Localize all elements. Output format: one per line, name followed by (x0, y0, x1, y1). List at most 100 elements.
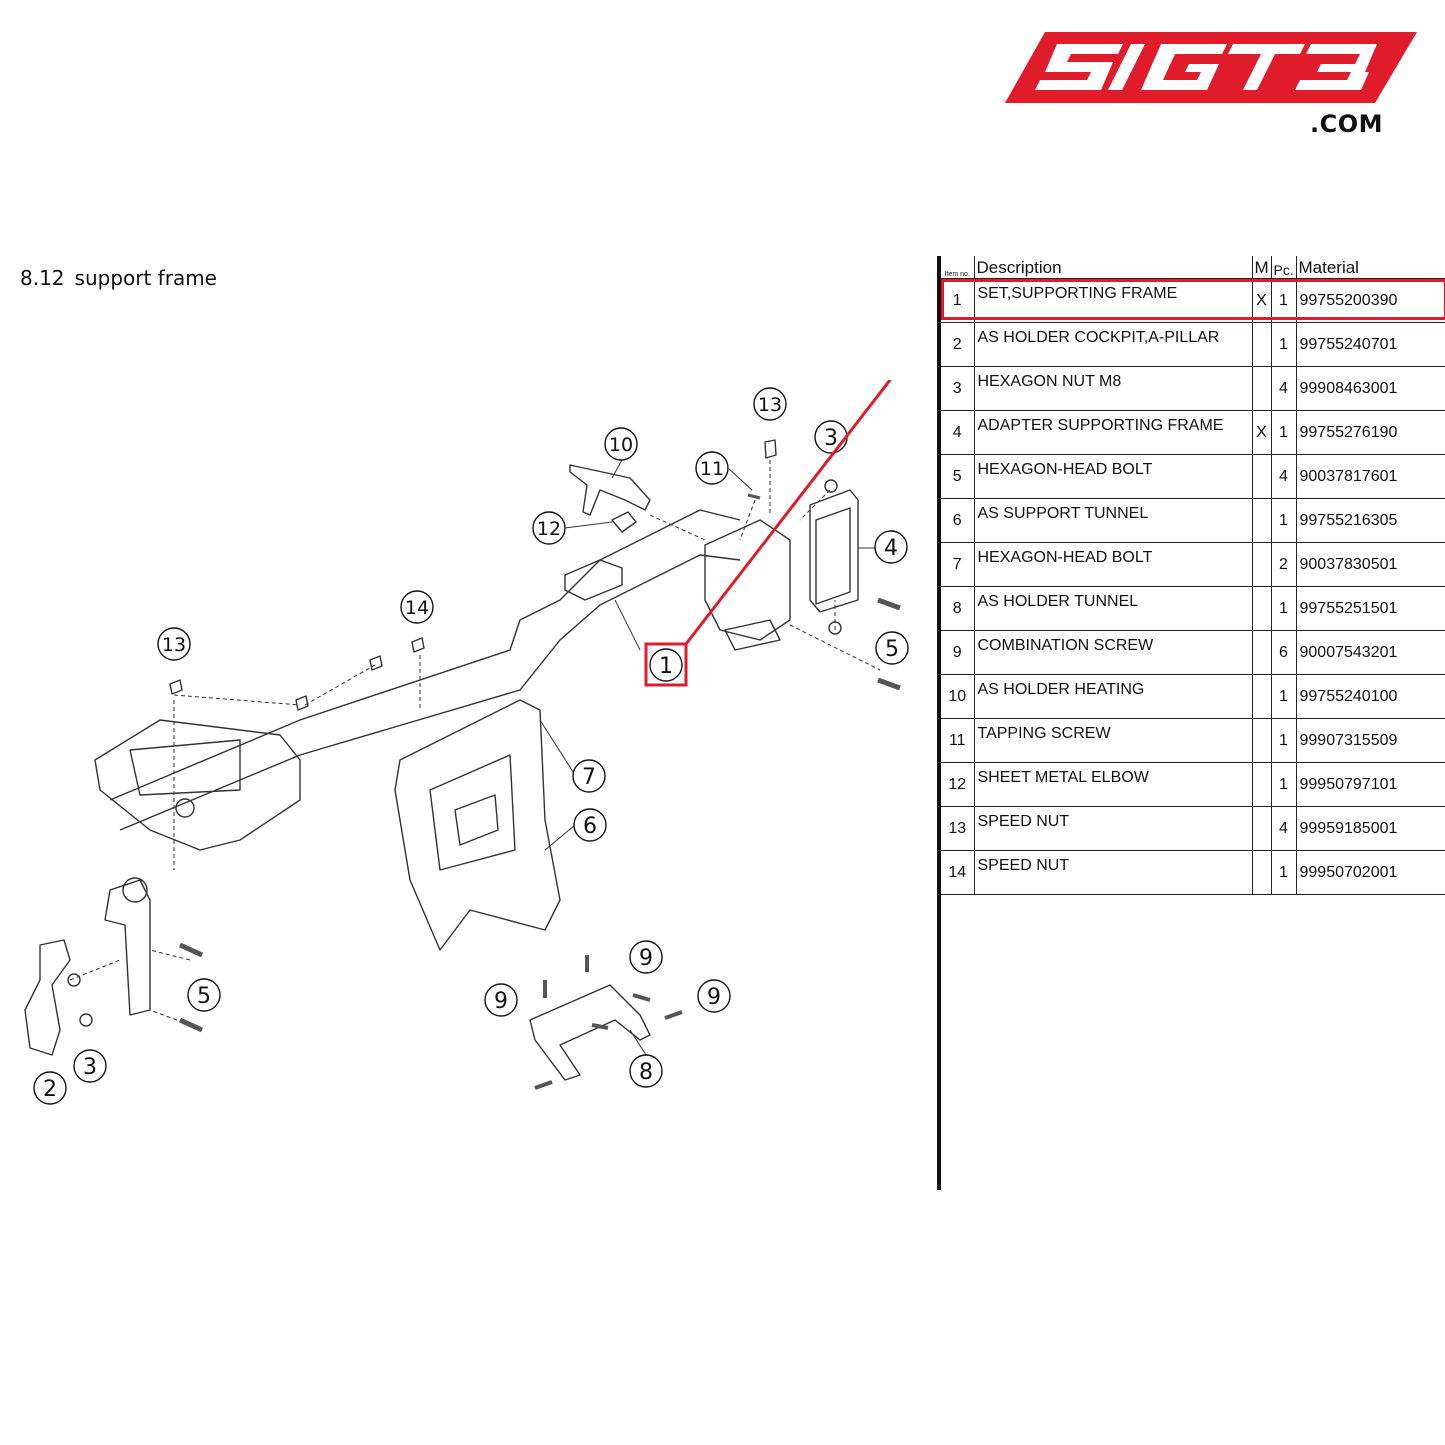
callout-3: 3 (814, 420, 848, 454)
header-m: M (1252, 256, 1272, 279)
svg-text:12: 12 (537, 518, 561, 540)
holder-heating-part-10 (569, 464, 651, 516)
cell-material: 99755240701 (1296, 322, 1445, 367)
cell-m (1252, 718, 1272, 763)
callout-9: 9 (484, 983, 518, 1017)
cell-description: ADAPTER SUPPORTING FRAME (974, 410, 1253, 455)
cell-m (1252, 674, 1272, 719)
cell-pc: 1 (1271, 762, 1297, 807)
cell-pc: 2 (1271, 542, 1297, 587)
highlighted-row-box (941, 279, 1445, 320)
svg-text:3: 3 (83, 1055, 97, 1080)
cell-item: 4 (941, 410, 975, 455)
cell-pc: 6 (1271, 630, 1297, 675)
cell-pc: 1 (1271, 850, 1297, 895)
holder-a-pillar-part-2 (24, 939, 71, 1056)
cell-item: 13 (941, 806, 975, 851)
callout-11: 11 (695, 451, 729, 485)
svg-text:5: 5 (885, 637, 899, 662)
callout-3: 3 (73, 1049, 107, 1083)
brand-logo[interactable]: .COM (1005, 32, 1417, 142)
cell-material: 99950702001 (1296, 850, 1445, 895)
cell-item: 2 (941, 322, 975, 367)
cell-material: 90037830501 (1296, 542, 1445, 587)
cell-material: 99755276190 (1296, 410, 1445, 455)
callout-7: 7 (572, 759, 606, 793)
cell-pc: 1 (1271, 322, 1297, 367)
callout-13: 13 (157, 627, 191, 661)
cell-pc: 1 (1271, 718, 1297, 763)
cell-item: 12 (941, 762, 975, 807)
cell-description: SPEED NUT (974, 850, 1253, 895)
cell-m (1252, 322, 1272, 367)
cell-item: 6 (941, 498, 975, 543)
exploded-parts-diagram: 1 2 3 3 4 5 5 6 7 8 9 9 9 10 11 12 13 13… (24, 380, 909, 1105)
callout-14: 14 (400, 590, 434, 624)
svg-text:14: 14 (405, 597, 429, 619)
cell-description: AS HOLDER TUNNEL (974, 586, 1253, 631)
callout-13: 13 (753, 387, 787, 421)
cell-m (1252, 366, 1272, 411)
section-number: 8.12 (20, 266, 65, 290)
callout-8: 8 (629, 1054, 663, 1088)
cell-item: 1 (941, 278, 975, 323)
cell-item: 5 (941, 454, 975, 499)
svg-text:8: 8 (639, 1060, 653, 1085)
header-pc: Pc. (1271, 256, 1297, 279)
cell-material: 99907315509 (1296, 718, 1445, 763)
cell-pc: 1 (1271, 498, 1297, 543)
cell-item: 11 (941, 718, 975, 763)
svg-text:11: 11 (700, 458, 724, 480)
cell-material: 90037817601 (1296, 454, 1445, 499)
svg-text:5: 5 (197, 984, 211, 1009)
cell-item: 3 (941, 366, 975, 411)
cell-material: 99755251501 (1296, 586, 1445, 631)
callout-6: 6 (573, 808, 607, 842)
callout-5: 5 (187, 978, 221, 1012)
svg-text:10: 10 (609, 434, 633, 456)
cell-material: 99755216305 (1296, 498, 1445, 543)
cell-m: X (1252, 278, 1272, 323)
cell-description: AS SUPPORT TUNNEL (974, 498, 1253, 543)
cell-m (1252, 586, 1272, 631)
crossbar-mount-box (564, 559, 623, 601)
cell-pc: 4 (1271, 806, 1297, 851)
svg-text:3: 3 (824, 426, 838, 451)
table-left-rule (937, 256, 941, 1190)
cell-description: SET,SUPPORTING FRAME (974, 278, 1253, 323)
cell-m (1252, 454, 1272, 499)
table-header-row: Item no. Description M Pc. Material (941, 256, 1445, 279)
cell-item: 7 (941, 542, 975, 587)
cell-material: 99950797101 (1296, 762, 1445, 807)
cell-description: HEXAGON NUT M8 (974, 366, 1253, 411)
svg-text:1: 1 (659, 654, 673, 679)
header-item-no: Item no. (941, 256, 975, 279)
callout-9: 9 (697, 979, 731, 1013)
cell-pc: 1 (1271, 586, 1297, 631)
svg-text:6: 6 (583, 814, 597, 839)
cell-description: TAPPING SCREW (974, 718, 1253, 763)
sheet-metal-elbow-part-12 (611, 511, 637, 533)
svg-text:2: 2 (43, 1077, 57, 1102)
svg-text:13: 13 (162, 634, 186, 656)
callout-1: 1 (649, 648, 683, 682)
cell-description: AS HOLDER HEATING (974, 674, 1253, 719)
logo-domain-suffix: .COM (1309, 110, 1383, 138)
cell-material: 99908463001 (1296, 366, 1445, 411)
